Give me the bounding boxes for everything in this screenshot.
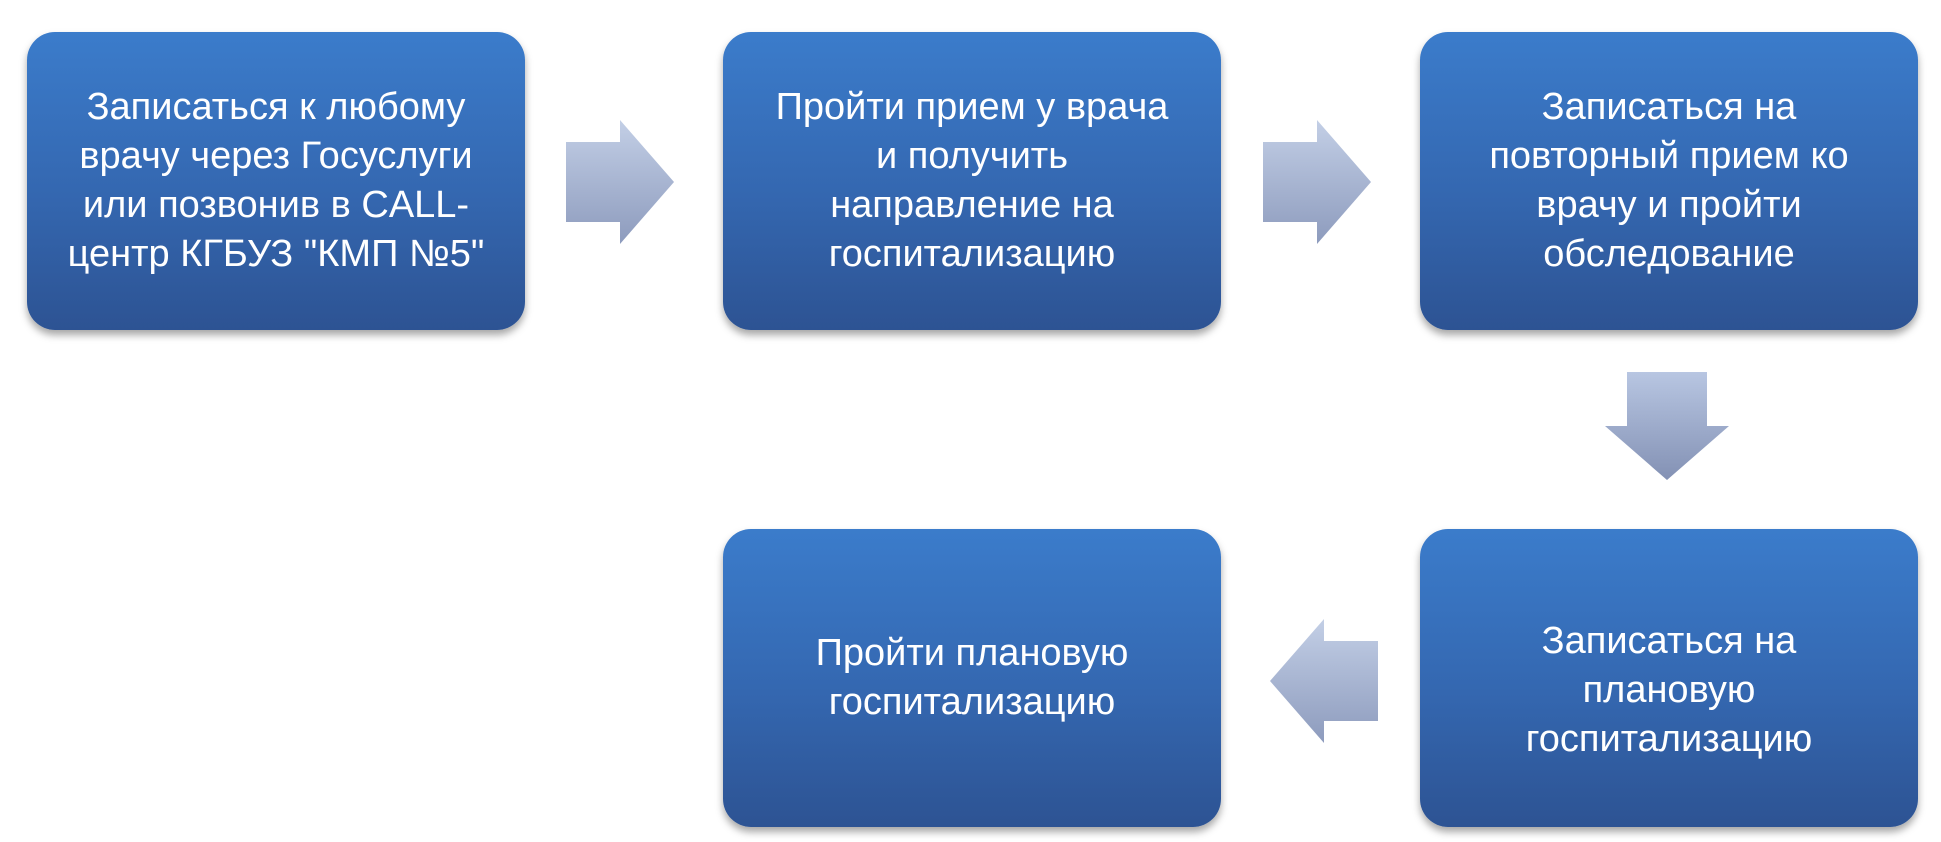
down-arrow-icon <box>1605 372 1729 480</box>
step-5-box: Пройти плановую госпитализацию <box>723 529 1221 827</box>
step-1-box: Записаться к любому врачу через Госуслуг… <box>27 32 525 330</box>
step-3-box: Записаться на повторный прием ко врачу и… <box>1420 32 1918 330</box>
step-2-box: Пройти прием у врача и получить направле… <box>723 32 1221 330</box>
right-arrow-icon <box>1263 120 1371 244</box>
step-5-text: Пройти плановую госпитализацию <box>815 632 1129 723</box>
step-3-text: Записаться на повторный прием ко врачу и… <box>1489 86 1849 275</box>
step-4-text: Записаться на плановую госпитализацию <box>1525 619 1813 760</box>
left-arrow-icon <box>1270 619 1378 743</box>
step-2-text: Пройти прием у врача и получить направле… <box>775 86 1169 275</box>
step-1-text: Записаться к любому врачу через Госуслуг… <box>67 86 485 275</box>
right-arrow-icon <box>566 120 674 244</box>
step-4-box: Записаться на плановую госпитализацию <box>1420 529 1918 827</box>
